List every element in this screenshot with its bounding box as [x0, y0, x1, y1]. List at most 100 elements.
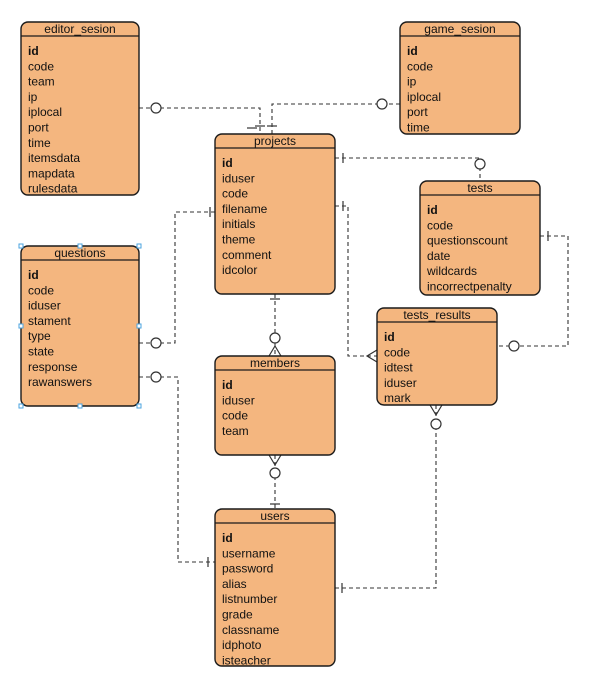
field: idtest [384, 361, 413, 375]
field: ip [28, 90, 38, 104]
primary-key-field: id [28, 44, 39, 58]
resize-handle[interactable] [136, 403, 142, 409]
entity-title: users [260, 509, 289, 523]
field: mapdata [28, 166, 75, 180]
field: code [28, 59, 54, 73]
field: iplocal [28, 105, 62, 119]
entity-editor-sesion[interactable]: editor_sesionidcodeteamipiplocalporttime… [20, 21, 140, 196]
entities: editor_sesionidcodeteamipiplocalporttime… [20, 21, 541, 667]
field: iduser [384, 376, 417, 390]
entity-box [376, 307, 498, 406]
resize-handle[interactable] [136, 243, 142, 249]
resize-handle[interactable] [77, 403, 83, 409]
field: rulesdata [28, 182, 78, 196]
field: password [222, 562, 273, 576]
field: alias [222, 577, 247, 591]
many-mark [429, 404, 443, 417]
rel-questions-users [139, 376, 215, 563]
entity-box [20, 21, 140, 196]
field: filename [222, 202, 268, 216]
rel-projects-results [335, 205, 377, 357]
entity-title: editor_sesion [44, 22, 115, 36]
rel-questions-projects [139, 211, 215, 344]
field: iduser [28, 299, 61, 313]
primary-key-field: id [222, 156, 233, 170]
rel-editor-projects [139, 107, 261, 134]
zero-mark [269, 332, 281, 344]
resize-handle[interactable] [18, 403, 24, 409]
zero-mark [430, 418, 442, 430]
field: state [28, 345, 54, 359]
zero-mark [150, 337, 162, 349]
field: questionscount [427, 234, 508, 248]
rel-results-users [335, 405, 437, 589]
entity-box [399, 21, 521, 135]
field: grade [222, 608, 253, 622]
field: iplocal [407, 90, 441, 104]
primary-key-field: id [222, 531, 233, 545]
field: wildcards [426, 264, 477, 278]
primary-key-field: id [28, 268, 39, 282]
relationships [127, 97, 569, 593]
field: code [427, 218, 453, 232]
field: port [28, 121, 49, 135]
field: type [28, 329, 51, 343]
resize-handle[interactable] [136, 323, 142, 329]
zero-mark [150, 371, 162, 383]
primary-key-field: id [427, 203, 438, 217]
field: listnumber [222, 592, 277, 606]
field: theme [222, 233, 256, 247]
field: iduser [222, 171, 255, 185]
entity-projects[interactable]: projectsididusercodefilenameinitialsthem… [214, 133, 336, 295]
primary-key-field: id [407, 44, 418, 58]
many-mark [268, 454, 282, 467]
field: code [407, 59, 433, 73]
field: incorrectpenalty [427, 280, 512, 294]
field: time [407, 121, 430, 135]
primary-key-field: id [222, 378, 233, 392]
field: idcolor [222, 263, 257, 277]
entity-title: projects [254, 134, 296, 148]
field: itemsdata [28, 151, 80, 165]
entity-box [214, 355, 336, 456]
entity-title: tests [467, 181, 492, 195]
selection-handles [18, 243, 142, 409]
field: port [407, 105, 428, 119]
field: time [28, 136, 51, 150]
field: code [28, 283, 54, 297]
zero-mark [269, 467, 281, 479]
field: iduser [222, 393, 255, 407]
zero-mark [508, 340, 520, 352]
resize-handle[interactable] [77, 243, 83, 249]
rel-tests-results [497, 235, 569, 347]
resize-handle[interactable] [18, 323, 24, 329]
zero-mark [376, 98, 388, 110]
entity-title: questions [54, 246, 105, 260]
entity-title: tests_results [403, 308, 470, 322]
field: username [222, 546, 276, 560]
field: ip [407, 75, 417, 89]
field: classname [222, 623, 280, 637]
rel-game-projects [271, 103, 400, 134]
primary-key-field: id [384, 330, 395, 344]
field: stament [28, 314, 71, 328]
field: mark [384, 391, 412, 405]
field: response [28, 360, 78, 374]
field: code [222, 187, 248, 201]
field: date [427, 249, 451, 263]
field: comment [222, 248, 272, 262]
field: team [222, 424, 249, 438]
entity-box [419, 180, 541, 296]
field: isteacher [222, 653, 271, 667]
many-mark [365, 349, 378, 363]
field: code [222, 409, 248, 423]
zero-mark [150, 102, 162, 114]
many-mark [268, 344, 282, 357]
resize-handle[interactable] [18, 243, 24, 249]
